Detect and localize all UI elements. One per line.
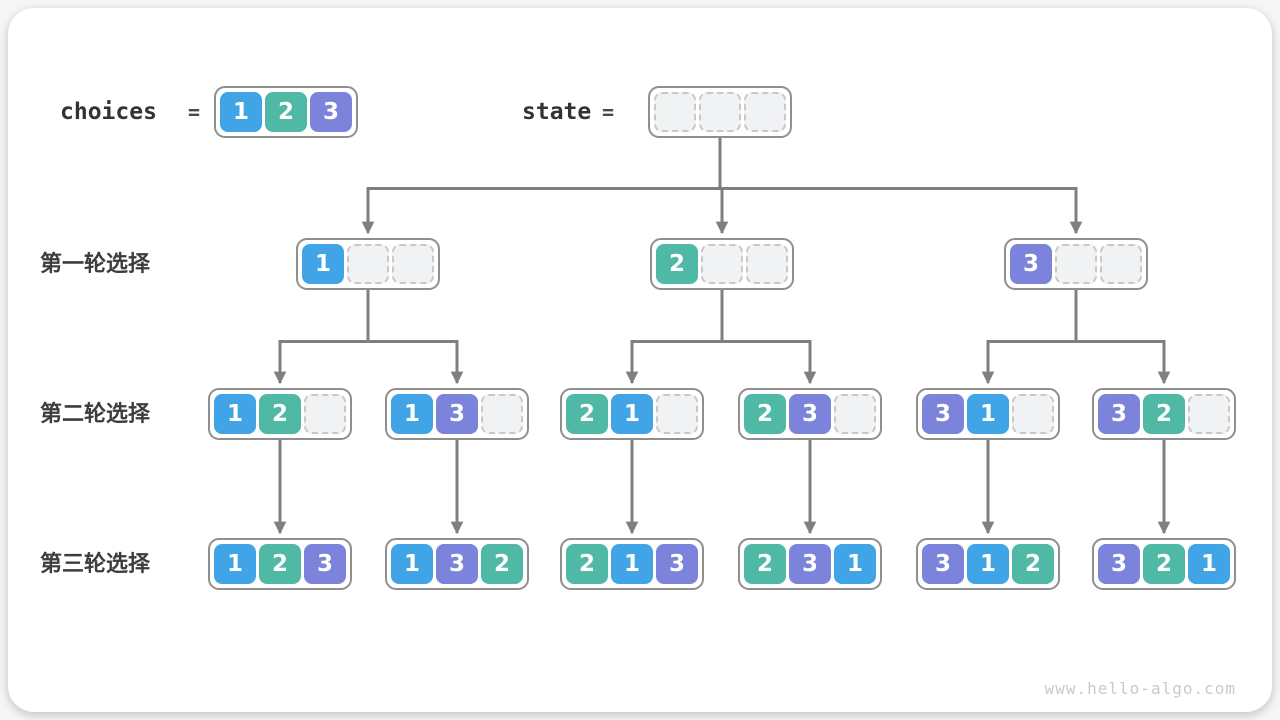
- array-cell: 3: [436, 394, 478, 434]
- array-cell-empty: [834, 394, 876, 434]
- array-cell: 2: [259, 394, 301, 434]
- state-equals-sign: =: [602, 100, 615, 124]
- array-cell-empty: [347, 244, 389, 284]
- state-node: 1: [296, 238, 440, 290]
- choices-label: choices: [60, 99, 157, 125]
- array-cell-empty: [746, 244, 788, 284]
- choices-equals-sign: =: [188, 100, 201, 124]
- array-cell: 1: [214, 394, 256, 434]
- state-box: [648, 86, 792, 138]
- array-cell: 3: [1098, 544, 1140, 584]
- array-cell: 2: [744, 544, 786, 584]
- array-cell: 1: [967, 544, 1009, 584]
- state-node: 3: [1004, 238, 1148, 290]
- array-cell: 1: [967, 394, 1009, 434]
- array-cell: 1: [391, 394, 433, 434]
- array-cell-empty: [1100, 244, 1142, 284]
- array-cell: 1: [391, 544, 433, 584]
- state-node: 2: [650, 238, 794, 290]
- array-cell: 3: [436, 544, 478, 584]
- array-cell: 3: [304, 544, 346, 584]
- array-cell: 3: [656, 544, 698, 584]
- array-cell-empty: [744, 92, 786, 132]
- array-cell-empty: [1188, 394, 1230, 434]
- row-label-3: 第三轮选择: [40, 551, 151, 576]
- array-cell: 2: [1143, 544, 1185, 584]
- array-cell: 2: [656, 244, 698, 284]
- array-cell: 2: [1143, 394, 1185, 434]
- array-cell-empty: [1012, 394, 1054, 434]
- array-cell: 1: [1188, 544, 1230, 584]
- array-cell: 2: [566, 394, 608, 434]
- array-cell: 3: [922, 394, 964, 434]
- array-cell: 2: [744, 394, 786, 434]
- array-cell-empty: [654, 92, 696, 132]
- array-cell-empty: [699, 92, 741, 132]
- row-label-2: 第二轮选择: [40, 401, 151, 426]
- state-label: state: [522, 99, 592, 125]
- array-cell: 3: [310, 92, 352, 132]
- array-cell: 3: [789, 544, 831, 584]
- array-cell: 3: [922, 544, 964, 584]
- array-cell-empty: [656, 394, 698, 434]
- array-cell-empty: [701, 244, 743, 284]
- array-cell: 2: [481, 544, 523, 584]
- array-cell-empty: [392, 244, 434, 284]
- array-cell: 1: [220, 92, 262, 132]
- array-cell: 1: [611, 544, 653, 584]
- array-cell: 2: [1012, 544, 1054, 584]
- array-cell: 3: [1098, 394, 1140, 434]
- array-cell: 2: [259, 544, 301, 584]
- array-cell: 1: [214, 544, 256, 584]
- array-cell: 3: [789, 394, 831, 434]
- array-cell: 3: [1010, 244, 1052, 284]
- array-cell-empty: [481, 394, 523, 434]
- array-cell: 1: [611, 394, 653, 434]
- array-cell: 1: [302, 244, 344, 284]
- array-cell-empty: [1055, 244, 1097, 284]
- array-cell: 1: [834, 544, 876, 584]
- row-label-1: 第一轮选择: [40, 251, 151, 276]
- watermark: www.hello-algo.com: [1044, 679, 1236, 698]
- array-cell: 2: [566, 544, 608, 584]
- array-cell-empty: [304, 394, 346, 434]
- array-cell: 2: [265, 92, 307, 132]
